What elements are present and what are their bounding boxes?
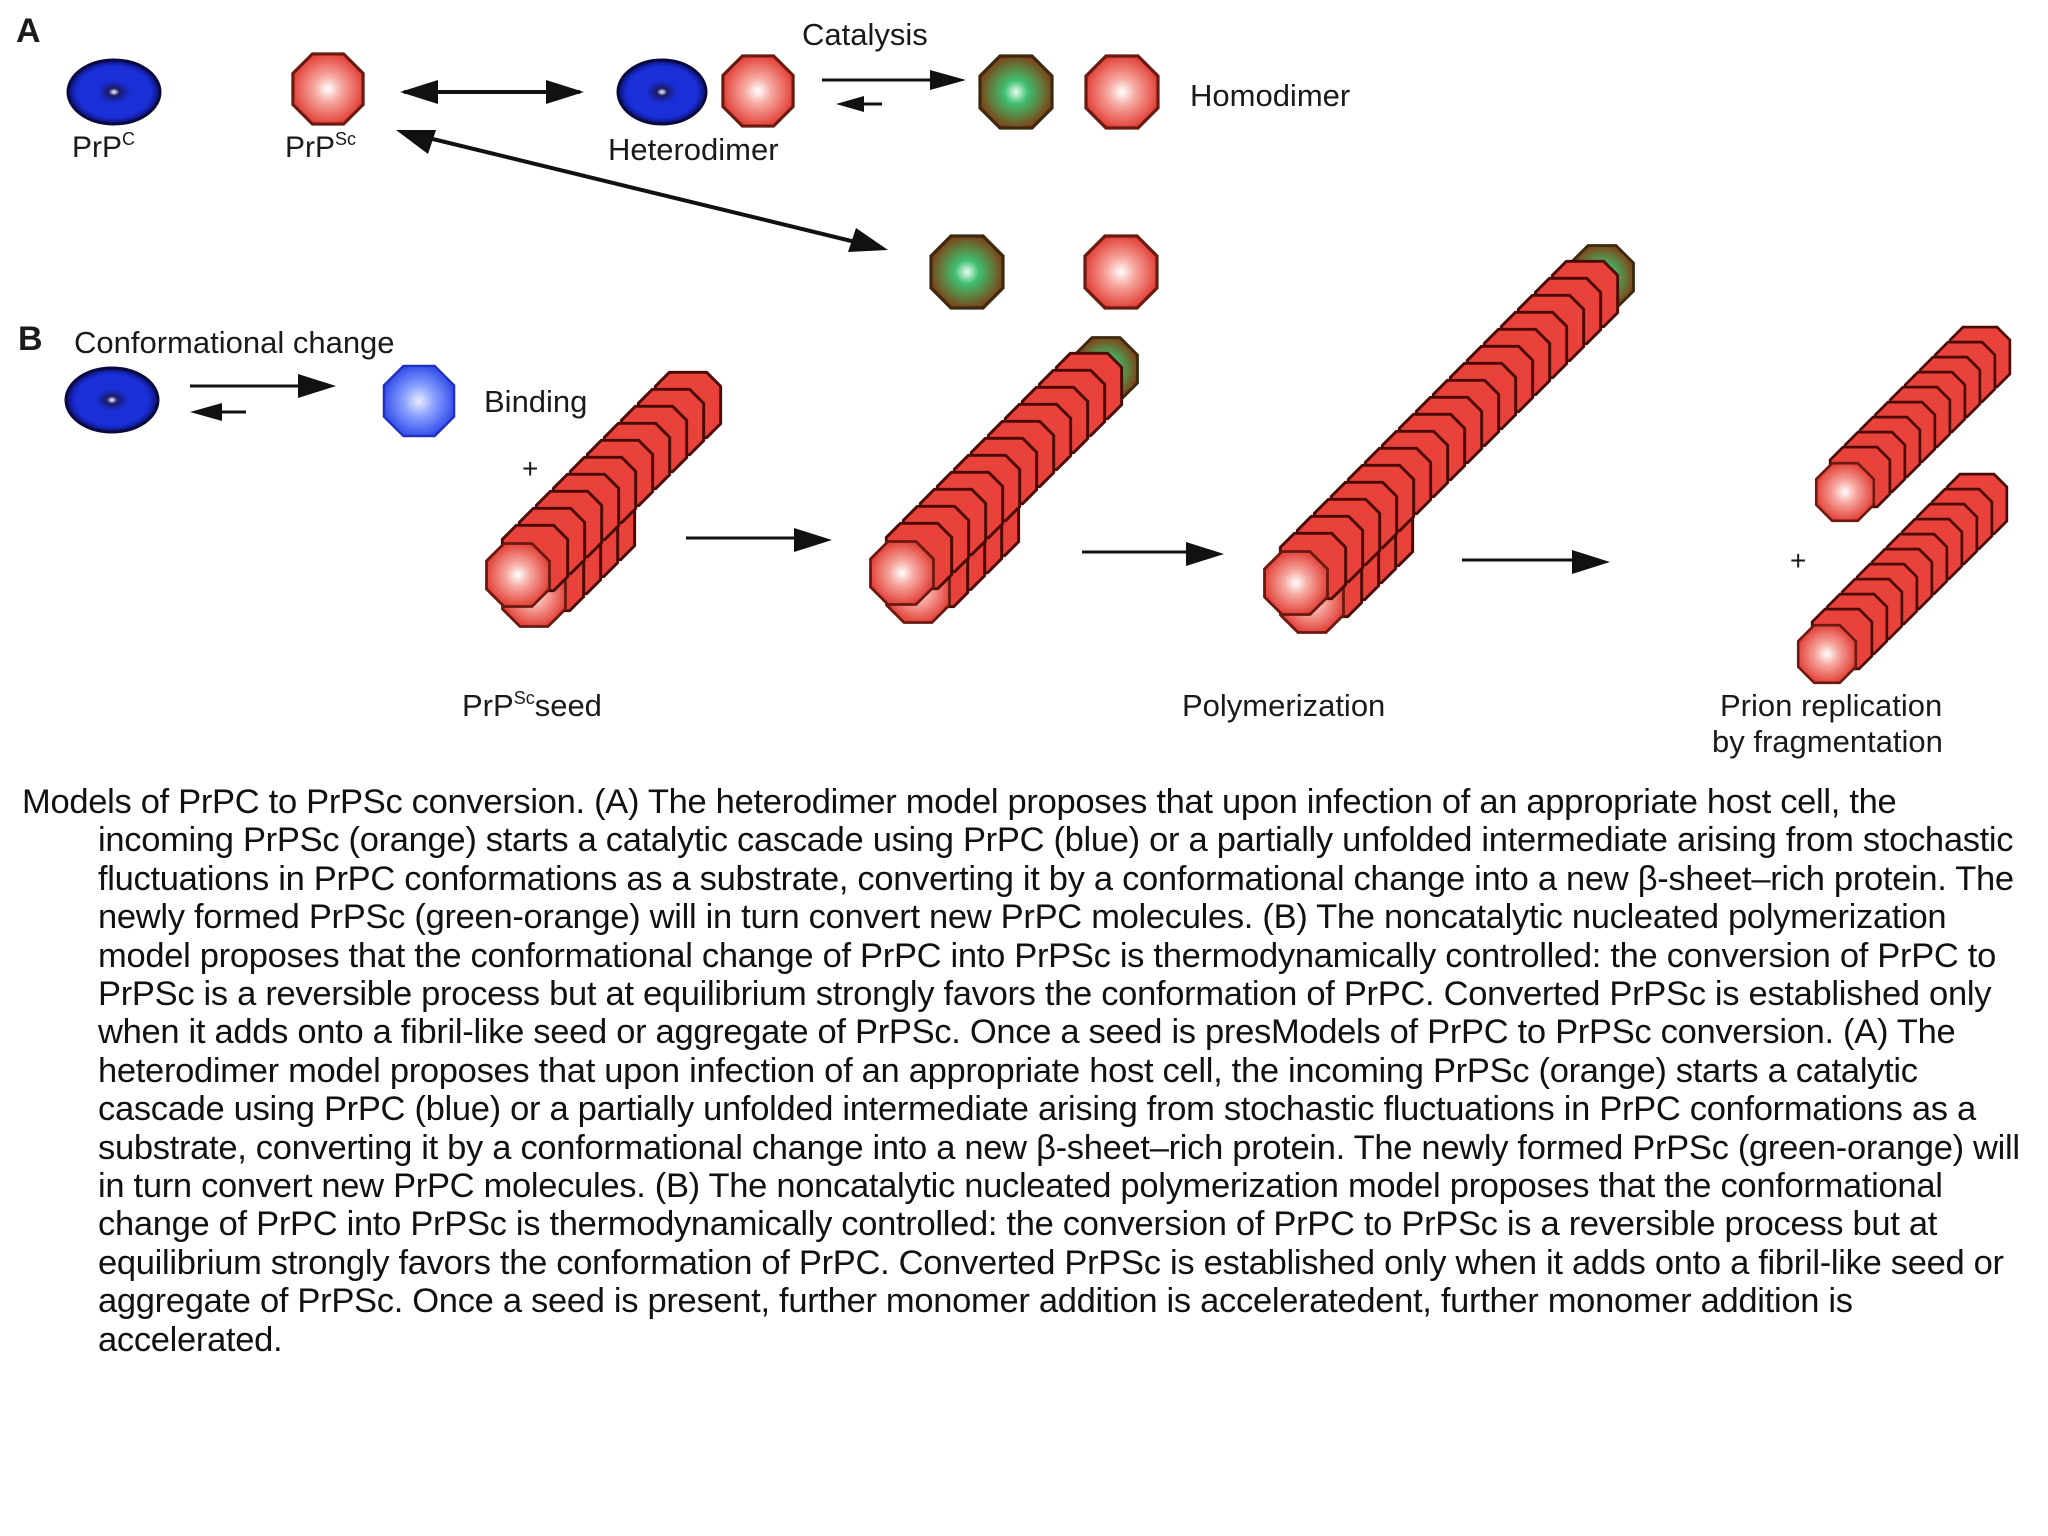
separated-green-prpsc — [931, 236, 1003, 308]
heterodimer — [616, 56, 793, 126]
conformational-change-label: Conformational change — [74, 325, 395, 360]
homodimer — [980, 56, 1158, 128]
polymerization-label: Polymerization — [1182, 688, 1385, 723]
figure-caption: Models of PrPC to PrPSc conversion. (A) … — [22, 783, 2020, 1359]
prpc-molecule — [66, 58, 162, 126]
polymerization-arrows — [686, 528, 1610, 574]
prpc-molecule-b — [64, 366, 160, 434]
panel-a-label: A — [16, 12, 41, 50]
plus-sign-seed: + — [522, 453, 538, 484]
plus-sign-fragments: + — [1790, 545, 1806, 576]
prpsc-label: PrPSc — [285, 129, 356, 164]
reversible-arrow-a — [400, 80, 584, 104]
fibril-stacks — [484, 243, 2012, 685]
prion-conversion-diagram: A PrPC PrPSc Heterodimer Catalysis Homod… — [16, 12, 2012, 759]
separated-red-prpsc — [1085, 236, 1157, 308]
prpc-label: PrPC — [72, 129, 135, 164]
growing-fibril-upper — [868, 335, 1140, 607]
catalysis-label: Catalysis — [802, 17, 928, 52]
replication-label-line2: by fragmentation — [1712, 724, 1943, 759]
prpsc-molecule — [293, 54, 363, 124]
catalysis-arrows — [822, 70, 966, 112]
dissociation-arrow — [396, 130, 888, 252]
conformational-arrows — [190, 374, 336, 421]
seed-label: PrPScseed — [462, 688, 602, 723]
panel-b-label: B — [18, 320, 43, 358]
replication-label-line1: Prion replication — [1720, 688, 1942, 723]
heterodimer-label: Heterodimer — [608, 132, 779, 167]
unfolded-intermediate — [382, 364, 456, 438]
binding-label: Binding — [484, 384, 587, 419]
homodimer-label: Homodimer — [1190, 78, 1350, 113]
